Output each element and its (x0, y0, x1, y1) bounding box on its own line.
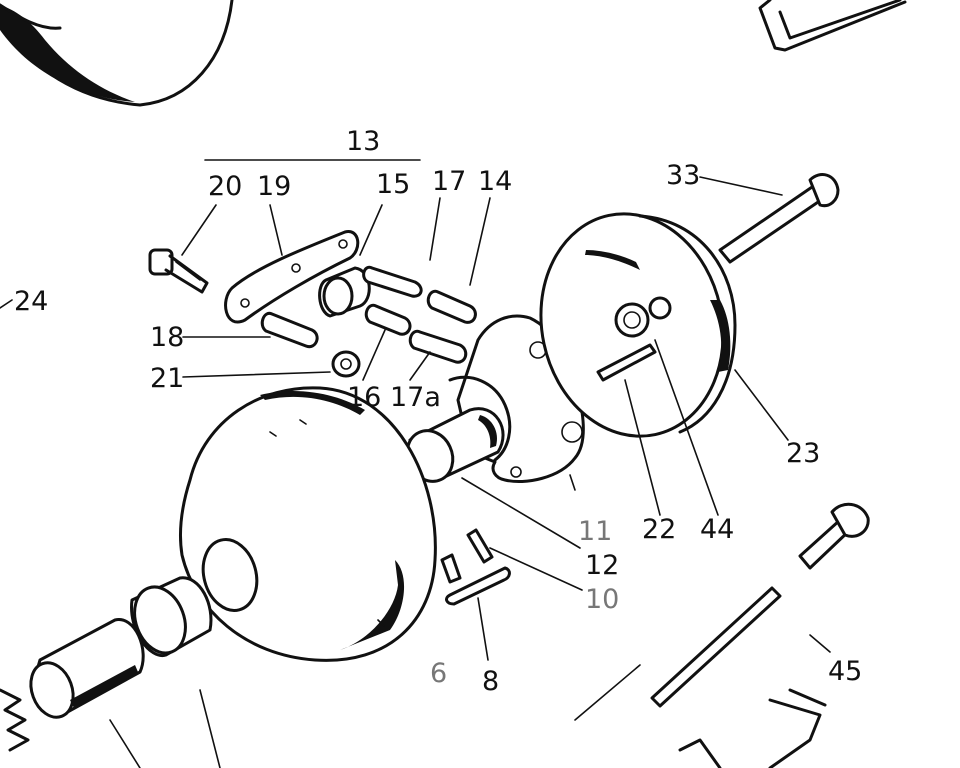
sleeve (29, 618, 145, 719)
label-10: 10 (585, 584, 619, 615)
bolt-20 (148, 248, 209, 294)
label-14: 14 (478, 166, 512, 197)
rod-45 (650, 586, 782, 708)
roller-15 (318, 266, 371, 318)
bolt-33 (718, 173, 840, 264)
label-11: 11 (578, 516, 612, 547)
partial-housing-top-left (0, 0, 234, 107)
label-17a: 17a (390, 382, 441, 413)
bolt-45 (798, 502, 870, 570)
label-17: 17 (432, 166, 466, 197)
label-23: 23 (786, 438, 820, 469)
label-44: 44 (700, 514, 734, 545)
pin-10 (466, 528, 494, 564)
label-13: 13 (346, 126, 380, 157)
pin-17a (408, 329, 468, 364)
link-plate-19 (224, 230, 360, 324)
callout-labels: 13 20 19 15 17 14 33 24 18 21 16 17a 23 … (14, 126, 862, 697)
leader-lines (0, 159, 831, 768)
cover-housing (178, 386, 437, 662)
label-8: 8 (482, 666, 499, 697)
nut-21 (331, 350, 361, 378)
label-19: 19 (257, 171, 291, 202)
label-24: 24 (14, 286, 48, 317)
bracket-top-right (758, 0, 907, 52)
label-15: 15 (376, 169, 410, 200)
label-18: 18 (150, 322, 184, 353)
spring (0, 688, 30, 752)
disc-23 (539, 212, 737, 438)
label-22: 22 (642, 514, 676, 545)
label-21: 21 (150, 363, 184, 394)
pin-14 (426, 289, 477, 324)
label-6: 6 (430, 658, 447, 689)
pin-22 (596, 343, 657, 382)
pin-18 (260, 311, 319, 349)
ring (130, 576, 213, 657)
bracket-bottom-right (678, 688, 827, 768)
label-16: 16 (347, 382, 381, 413)
clip-8 (440, 553, 511, 606)
label-45: 45 (828, 656, 862, 687)
label-12: 12 (585, 550, 619, 581)
pin-17 (362, 265, 423, 298)
label-33: 33 (666, 160, 700, 191)
label-20: 20 (208, 171, 242, 202)
pin-16 (364, 303, 412, 336)
